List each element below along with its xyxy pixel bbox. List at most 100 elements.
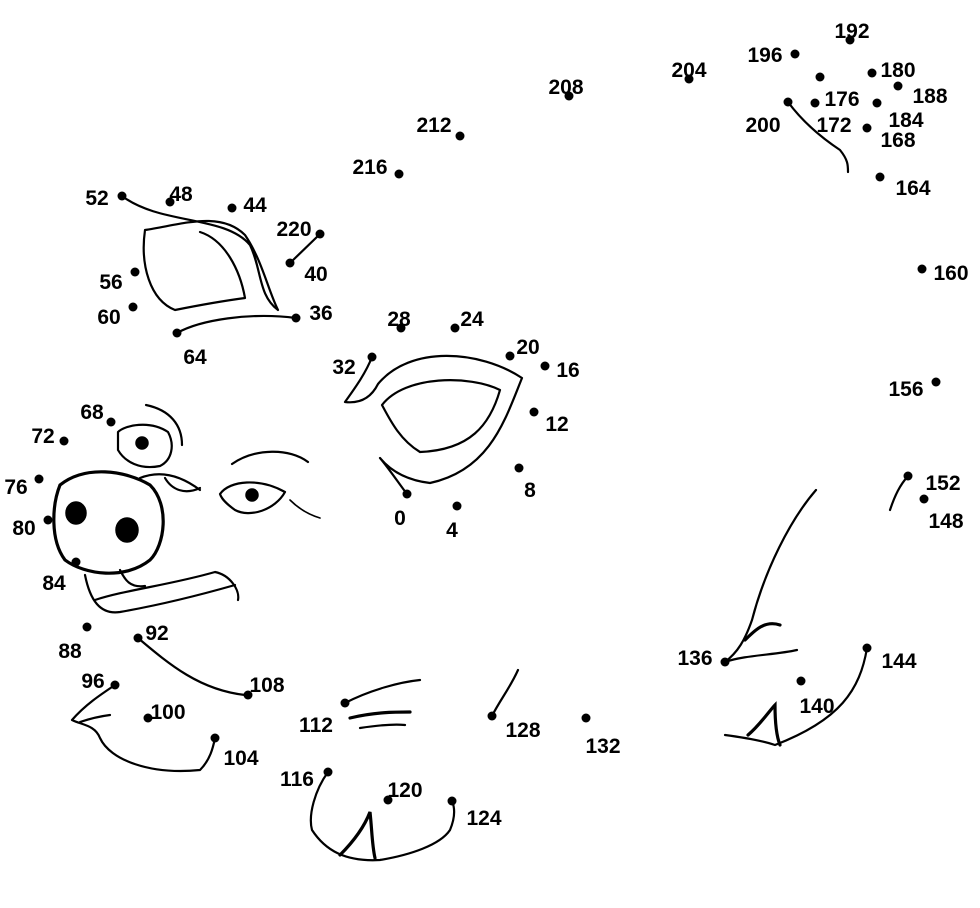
middle-hoof-split [338, 811, 377, 860]
dot-label-112: 112 [299, 714, 333, 737]
dot-label-204: 204 [671, 59, 706, 82]
dot-176[interactable] [815, 72, 825, 82]
dot-label-120: 120 [387, 779, 422, 802]
dot-label-104: 104 [223, 747, 258, 770]
dot-label-4: 4 [446, 519, 458, 542]
dot-40[interactable] [285, 258, 295, 268]
dot-216[interactable] [394, 169, 404, 179]
snout-nostril-right [115, 517, 139, 543]
dot-96[interactable] [110, 680, 120, 690]
left-leaf-base [175, 314, 298, 335]
dot-88[interactable] [82, 622, 92, 632]
dot-label-216: 216 [352, 156, 387, 179]
dot-12[interactable] [529, 407, 539, 417]
pig-eye-pupil [135, 436, 149, 450]
dot-32[interactable] [367, 352, 377, 362]
dot-152[interactable] [903, 471, 913, 481]
dot-label-116: 116 [280, 768, 314, 791]
right-back-line [888, 474, 910, 512]
dot-212[interactable] [455, 131, 465, 141]
dot-108[interactable] [243, 690, 253, 700]
dot-label-180: 180 [880, 59, 915, 82]
dot-184[interactable] [872, 98, 882, 108]
dot-44[interactable] [227, 203, 237, 213]
dot-label-192: 192 [834, 20, 869, 43]
dot-8[interactable] [514, 463, 524, 473]
dot-label-128: 128 [505, 719, 540, 742]
dot-label-16: 16 [556, 359, 579, 382]
pig-eye-2 [218, 481, 287, 515]
dot-36[interactable] [291, 313, 301, 323]
dot-208[interactable] [564, 91, 574, 101]
dot-100[interactable] [143, 713, 153, 723]
dot-label-144: 144 [881, 650, 916, 673]
dot-148[interactable] [919, 494, 929, 504]
dot-label-164: 164 [895, 177, 930, 200]
dot-label-40: 40 [304, 263, 327, 286]
dot-72[interactable] [59, 436, 69, 446]
dot-132[interactable] [581, 713, 591, 723]
dot-196[interactable] [790, 49, 800, 59]
dot-80[interactable] [43, 515, 53, 525]
dot-140[interactable] [796, 676, 806, 686]
dot-64[interactable] [172, 328, 182, 338]
dot-16[interactable] [540, 361, 550, 371]
dot-172[interactable] [810, 98, 820, 108]
pig-eye-upper [116, 423, 173, 469]
dot-116[interactable] [323, 767, 333, 777]
dot-200[interactable] [783, 97, 793, 107]
dot-24[interactable] [450, 323, 460, 333]
dot-164[interactable] [875, 172, 885, 182]
dot-188[interactable] [893, 81, 903, 91]
dot-60[interactable] [128, 302, 138, 312]
dot-label-148: 148 [928, 510, 963, 533]
dot-label-32: 32 [332, 356, 355, 379]
dot-92[interactable] [133, 633, 143, 643]
tail [786, 100, 850, 174]
left-leaf-outline [120, 194, 280, 312]
pig-eye-2-pupil [245, 488, 259, 502]
dot-192[interactable] [845, 35, 855, 45]
dot-180[interactable] [867, 68, 877, 78]
dot-label-80: 80 [12, 517, 35, 540]
dot-label-36: 36 [309, 302, 332, 325]
dot-label-156: 156 [888, 378, 923, 401]
dot-label-140: 140 [799, 695, 834, 718]
dot-48[interactable] [165, 197, 175, 207]
dot-52[interactable] [117, 191, 127, 201]
right-leg [723, 488, 818, 664]
dot-156[interactable] [931, 377, 941, 387]
dot-label-52: 52 [85, 187, 108, 210]
dot-84[interactable] [71, 557, 81, 567]
dot-104[interactable] [210, 733, 220, 743]
dot-144[interactable] [862, 643, 872, 653]
dot-label-88: 88 [58, 640, 82, 663]
dot-0[interactable] [402, 489, 412, 499]
dot-label-84: 84 [42, 572, 66, 595]
dot-label-184: 184 [888, 109, 923, 132]
dot-76[interactable] [34, 474, 44, 484]
dot-68[interactable] [106, 417, 116, 427]
dot-4[interactable] [452, 501, 462, 511]
dot-20[interactable] [505, 351, 515, 361]
dot-220[interactable] [315, 229, 325, 239]
right-hoof-split [746, 701, 782, 747]
pig-snout-top [138, 473, 202, 492]
dot-label-56: 56 [99, 271, 122, 294]
dot-28[interactable] [396, 323, 406, 333]
dot-160[interactable] [917, 264, 927, 274]
dot-204[interactable] [684, 74, 694, 84]
dot-56[interactable] [130, 267, 140, 277]
dot-label-132: 132 [585, 735, 620, 758]
dot-136[interactable] [720, 657, 730, 667]
dot-120[interactable] [383, 795, 393, 805]
dot-label-64: 64 [183, 346, 207, 369]
dot-124[interactable] [447, 796, 457, 806]
dot-label-172: 172 [816, 114, 851, 137]
dot-112[interactable] [340, 698, 350, 708]
dot-label-68: 68 [80, 401, 104, 424]
dot-128[interactable] [487, 711, 497, 721]
dot-168[interactable] [862, 123, 872, 133]
connector-220-40 [288, 232, 322, 265]
dot-label-8: 8 [524, 479, 536, 502]
